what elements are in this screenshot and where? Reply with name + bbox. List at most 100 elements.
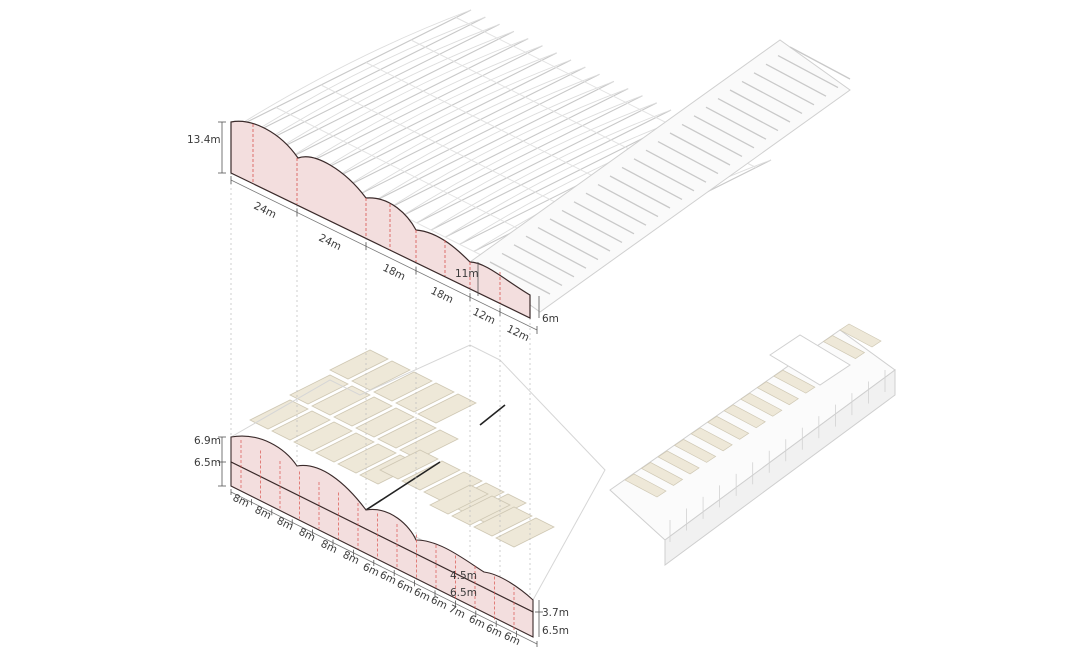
- roof-rib: [330, 59, 572, 181]
- floor-bay: [401, 460, 461, 491]
- roof-rib: [402, 95, 643, 217]
- roof-rib: [416, 102, 657, 224]
- span-label-lower-3: 8m: [275, 515, 295, 533]
- lower-wing-plane: [609, 329, 896, 541]
- wing-rib: [645, 149, 707, 183]
- span-label-lower-7: 6m: [361, 561, 381, 579]
- wing-rib: [693, 115, 755, 149]
- wing-rib: [717, 98, 779, 132]
- wing-rib: [537, 227, 599, 261]
- roof-rib: [430, 109, 672, 231]
- wing-rib: [525, 235, 587, 269]
- span-label-upper-2: 24m: [317, 232, 343, 253]
- floor-bay: [293, 421, 353, 452]
- roof-arch: [416, 102, 657, 224]
- wing-rib: [561, 209, 623, 243]
- span-label-lower-4: 8m: [297, 526, 317, 544]
- wing-roof-plane: [469, 39, 851, 313]
- lower-section-dashes: [240, 440, 515, 631]
- roof-rib: [316, 52, 557, 174]
- wing-canopy: [769, 334, 851, 386]
- wing-bay: [839, 323, 882, 348]
- wing-bay: [707, 415, 750, 440]
- roof-rib: [359, 73, 600, 195]
- span-label-upper-3: 18m: [381, 262, 407, 283]
- floor-bay: [271, 410, 331, 441]
- roof-rib: [245, 16, 486, 138]
- lower-wing-structure: [609, 323, 896, 566]
- lower-span-baseline: [230, 491, 538, 645]
- roof-arch: [359, 73, 600, 195]
- span-label-lower-9: 6m: [395, 578, 415, 596]
- wing-rib: [573, 201, 635, 235]
- roof-arch: [430, 109, 672, 231]
- wing-rib: [621, 166, 683, 200]
- cut-line-a: [365, 461, 441, 511]
- wing-bay: [690, 427, 733, 452]
- floor-bay: [315, 432, 375, 463]
- span-label-lower-8: 6m: [378, 569, 398, 587]
- height-label-6m: 6m: [542, 313, 559, 325]
- floor-bay: [423, 471, 483, 502]
- wing-bay: [740, 392, 783, 417]
- height-dimension-lines: [218, 121, 543, 637]
- height-label-4-5m: 4.5m: [450, 570, 477, 582]
- roof-arch: [373, 81, 615, 202]
- roof-rib: [273, 30, 515, 152]
- wing-bay: [673, 438, 717, 463]
- wing-rib: [585, 192, 647, 226]
- floor-bay: [451, 495, 511, 526]
- wing-bay: [640, 462, 684, 486]
- height-label-11m: 11m: [455, 268, 479, 280]
- upper-span-ticks: [230, 176, 538, 334]
- span-label-upper-5: 12m: [471, 306, 497, 327]
- roof-arch: [259, 23, 500, 145]
- span-label-lower-2: 8m: [253, 504, 273, 522]
- height-label-3-7m: 3.7m: [542, 607, 569, 619]
- wing-rib: [549, 218, 611, 252]
- wing-rib: [513, 244, 575, 278]
- upper-wing-structure: [469, 39, 851, 313]
- wing-rib: [681, 123, 743, 157]
- roof-arch: [273, 31, 515, 152]
- roof-arch: [330, 59, 572, 181]
- wing-rib: [597, 184, 659, 218]
- height-label-6-5m-inner: 6.5m: [450, 587, 477, 599]
- span-label-lower-14: 6m: [484, 622, 504, 640]
- roof-arch: [302, 45, 543, 167]
- wing-rib: [753, 72, 815, 106]
- wing-rib: [609, 175, 671, 209]
- cut-line-b: [479, 404, 506, 426]
- upper-span-baseline: [230, 179, 538, 331]
- wing-bay: [756, 381, 799, 406]
- wing-rib: [777, 55, 839, 89]
- roof-arch: [245, 16, 486, 138]
- roof-arch: [316, 52, 557, 174]
- floor-bay: [395, 382, 455, 413]
- roof-rib: [259, 23, 500, 145]
- floor-bay: [337, 443, 397, 474]
- floor-bay: [417, 393, 477, 424]
- span-label-upper-6: 12m: [505, 323, 531, 344]
- span-label-lower-6: 8m: [341, 549, 361, 567]
- height-label-13-4m: 13.4m: [187, 134, 221, 146]
- floor-bay: [429, 484, 489, 515]
- height-label-6-9m: 6.9m: [194, 435, 221, 447]
- span-label-lower-15: 6m: [502, 630, 522, 648]
- wing-bay: [773, 369, 816, 394]
- lower-section-cut-lower: [230, 461, 534, 638]
- wing-rib: [765, 63, 827, 97]
- floor-bay: [249, 399, 309, 430]
- roof-rib: [230, 9, 472, 131]
- roof-arch: [402, 95, 643, 217]
- floor-bay: [377, 418, 437, 449]
- wing-bay: [723, 404, 766, 429]
- wing-rib: [657, 141, 719, 175]
- wing-rib: [633, 158, 695, 192]
- lower-section-cut-upper: [230, 435, 534, 613]
- wing-bay: [822, 335, 866, 359]
- upper-section-cut: [230, 120, 531, 319]
- roof-rib: [345, 66, 586, 188]
- span-label-lower-11: 6m: [429, 594, 449, 612]
